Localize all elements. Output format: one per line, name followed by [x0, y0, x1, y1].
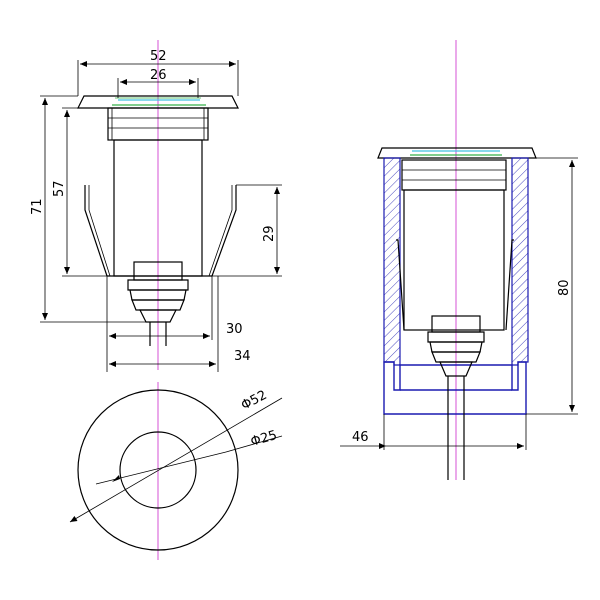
installed-head	[401, 159, 507, 191]
dim-installed-height: 80	[557, 279, 572, 296]
inner-circle	[119, 431, 197, 509]
front-sleeve-right	[211, 185, 237, 277]
front-view: 52 26 71 57 29 30 34	[30, 40, 282, 372]
dim-inner-width: 26	[150, 68, 167, 83]
dim-top-width: 52	[150, 49, 167, 64]
dim-height-overall: 71	[30, 198, 45, 215]
dim-diameter-outer: Φ52	[239, 388, 270, 414]
outer-circle	[77, 389, 239, 551]
top-view: Φ52 Φ25	[69, 382, 283, 560]
installed-flange	[377, 147, 537, 159]
dim-diameter-inner: Φ25	[249, 428, 279, 450]
dim-height-sleeve: 29	[262, 225, 277, 242]
dim-installed-width: 46	[352, 430, 369, 445]
front-sleeve-left	[84, 185, 108, 277]
installed-view: 80 46	[340, 40, 578, 480]
dim-bottom-width-2: 34	[234, 349, 251, 364]
sleeve-wall-left	[383, 157, 401, 366]
installed-body	[403, 189, 505, 331]
dim-bottom-width-1: 30	[226, 322, 243, 337]
sleeve-base	[383, 361, 527, 415]
dim-height-body: 57	[52, 180, 67, 197]
sleeve-wall-right	[511, 157, 529, 366]
